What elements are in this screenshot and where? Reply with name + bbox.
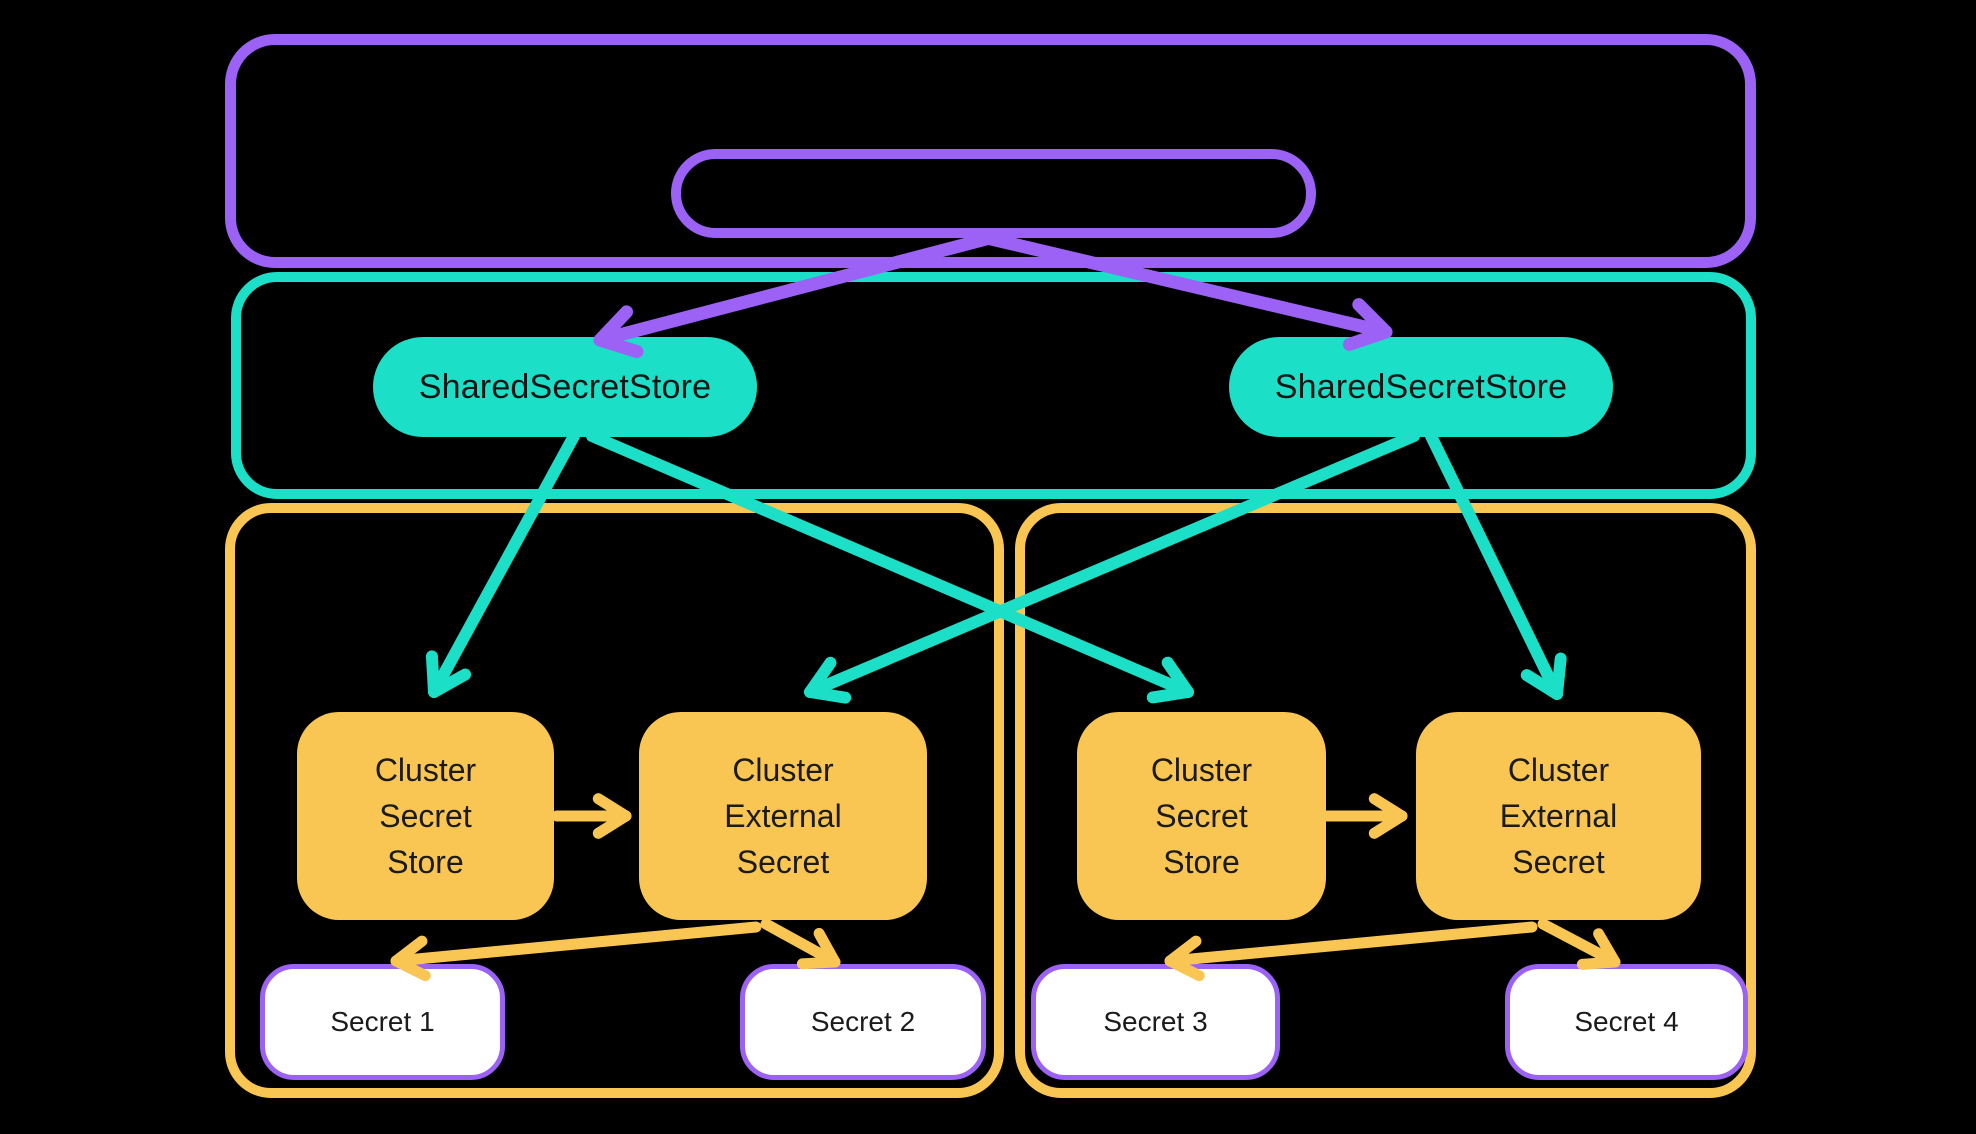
cluster-b-secret-store-box: Cluster Secret Store	[1077, 712, 1326, 920]
cluster-a-external-secret-box: Cluster External Secret	[639, 712, 927, 920]
shared-secret-store-a-label: SharedSecretStore	[418, 367, 712, 406]
cluster-b-external-secret-line1: Cluster	[1507, 752, 1610, 788]
cluster-a-external-secret-line3: Secret	[736, 844, 830, 880]
cluster-a-secret-store-line3: Store	[387, 844, 464, 880]
cluster-a-external-secret-line1: Cluster	[732, 752, 834, 788]
inner-purple-pill	[671, 149, 1316, 238]
secret-2-label: Secret 2	[810, 1006, 916, 1037]
secret-3-label: Secret 3	[1103, 1006, 1208, 1037]
cluster-b-external-secret-line3: Secret	[1512, 844, 1605, 880]
cluster-b-secret-store-line2: Secret	[1155, 798, 1248, 834]
secret-2-box: Secret 2	[740, 964, 986, 1080]
cluster-b-secret-store-line3: Store	[1163, 844, 1240, 880]
cluster-b-external-secret-box: Cluster External Secret	[1416, 712, 1701, 920]
cluster-a-secret-store-line1: Cluster	[374, 752, 477, 788]
cluster-a-secret-store-line2: Secret	[379, 798, 472, 834]
secret-4-label: Secret 4	[1574, 1006, 1679, 1037]
cluster-a-external-secret-line2: External	[724, 798, 842, 834]
cluster-b-external-secret-line2: External	[1499, 798, 1618, 834]
secret-4-box: Secret 4	[1505, 964, 1748, 1080]
cluster-b-secret-store-line1: Cluster	[1150, 752, 1253, 788]
secret-1-label: Secret 1	[330, 1006, 435, 1037]
secret-1-box: Secret 1	[260, 964, 505, 1080]
cluster-a-secret-store-box: Cluster Secret Store	[297, 712, 554, 920]
secret-3-box: Secret 3	[1031, 964, 1280, 1080]
shared-secret-store-b-label: SharedSecretStore	[1274, 367, 1568, 406]
shared-secret-store-b-pill: SharedSecretStore	[1229, 337, 1613, 437]
shared-secret-store-a-pill: SharedSecretStore	[373, 337, 757, 437]
